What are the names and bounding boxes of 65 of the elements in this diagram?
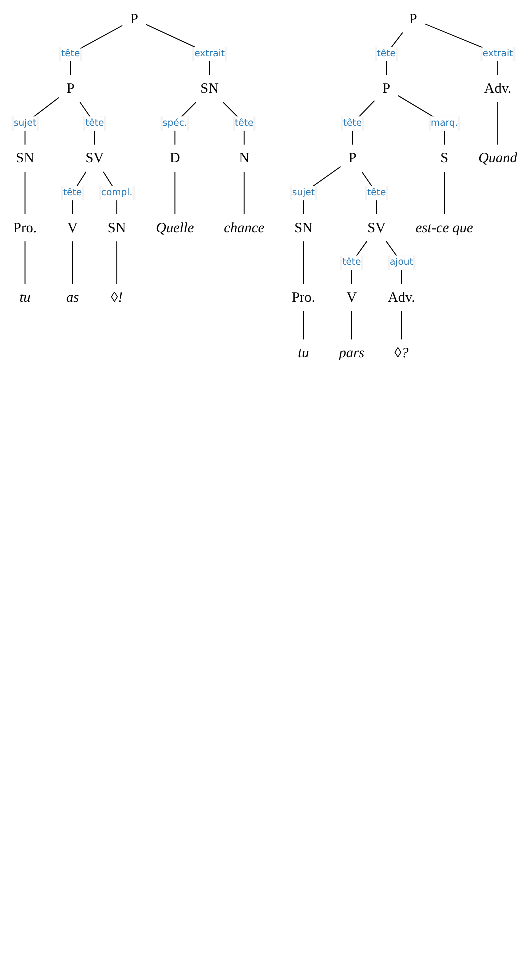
edge-label: extrait <box>482 48 514 60</box>
node-text: ◊! <box>111 290 123 306</box>
edge-label: tête <box>86 118 104 129</box>
edge-label: tête <box>235 118 254 129</box>
edge-label: ajout <box>390 257 414 268</box>
node-text: D <box>170 150 180 166</box>
edge-label: sujet <box>292 188 316 198</box>
node-text: Quand <box>478 150 518 166</box>
connector <box>24 97 60 146</box>
edge-label: tête <box>63 188 82 198</box>
connector <box>352 100 376 146</box>
node-text: P <box>382 81 391 97</box>
edge-label: tête <box>377 48 396 60</box>
edge-label: sujet <box>14 118 37 129</box>
node-text: P <box>130 11 138 28</box>
connector <box>386 32 404 76</box>
connector <box>72 241 74 284</box>
node-text: SN <box>108 220 126 236</box>
node-text: P <box>66 81 75 97</box>
connector <box>351 241 368 284</box>
node-text: V <box>346 290 358 306</box>
node-text: SN <box>16 150 34 166</box>
connector <box>24 241 26 284</box>
node-text: V <box>68 220 78 236</box>
connector <box>24 172 26 215</box>
edge-label: tête <box>342 257 362 268</box>
node-text: pars <box>339 345 365 362</box>
connector <box>303 166 342 215</box>
connector <box>244 172 245 215</box>
node-text: tu <box>20 290 31 306</box>
node-text: tu <box>298 345 310 362</box>
edge-label: marq. <box>431 118 458 129</box>
node-text: est-ce que <box>416 220 474 236</box>
edge-label: extrait <box>194 48 225 60</box>
node-text: Adv. <box>484 81 512 97</box>
node-text: chance <box>224 220 265 236</box>
edge-label: spéc. <box>162 118 188 129</box>
node-text: as <box>66 290 80 306</box>
node-text: ◊? <box>394 345 409 362</box>
connector <box>116 241 118 284</box>
connector <box>386 241 402 284</box>
node-text: SV <box>86 150 104 166</box>
node-text: Quelle <box>156 220 194 236</box>
node-text: SV <box>368 220 386 236</box>
node-text: SN <box>200 81 219 97</box>
edge-label: tête <box>367 188 386 198</box>
connector <box>303 310 304 340</box>
node-text: P <box>409 11 418 28</box>
connector <box>351 310 352 340</box>
node-text: P <box>348 150 357 166</box>
connector <box>303 241 304 284</box>
connector <box>72 172 87 215</box>
edge-label: compl. <box>101 188 133 198</box>
connector <box>70 25 124 76</box>
connector <box>444 172 446 215</box>
node-text: Pro. <box>292 290 316 306</box>
node-text: N <box>239 150 250 166</box>
connector <box>401 310 402 340</box>
edge-label: tête <box>343 118 362 129</box>
edge-label: tête <box>61 48 80 60</box>
connector <box>174 172 176 215</box>
node-text: Pro. <box>14 220 37 236</box>
node-text: S <box>440 150 449 166</box>
node-text: SN <box>294 220 313 236</box>
node-text: Adv. <box>388 290 416 306</box>
